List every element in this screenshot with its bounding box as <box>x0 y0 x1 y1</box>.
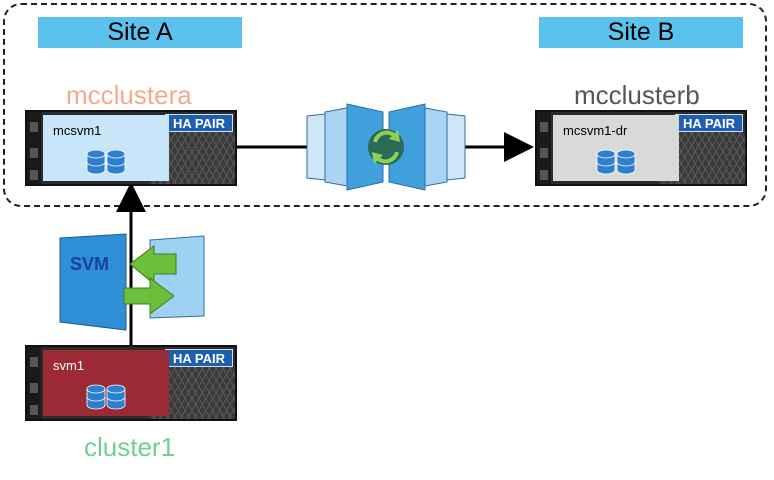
svm-name: mcsvm1-dr <box>563 123 628 138</box>
ha-pair-badge: HA PAIR <box>165 349 233 367</box>
svm1-panel: svm1 <box>43 350 169 416</box>
svm-name: mcsvm1 <box>53 123 102 138</box>
database-icon <box>596 149 636 175</box>
site-b-label: Site B <box>539 17 743 48</box>
mcclustera-chassis: HA PAIR mcsvm1 <box>25 110 237 186</box>
mcclusterb-chassis: HA PAIR mcsvm1-dr <box>535 110 747 186</box>
metrocluster-boundary <box>3 3 767 207</box>
cluster1-name: cluster1 <box>84 432 176 462</box>
svm-migrate-icon: SVM <box>58 232 208 332</box>
mcsvm1-panel: mcsvm1 <box>43 115 169 181</box>
mcclusterb-name: mcclusterb <box>574 80 700 110</box>
svm-migrate-graphic <box>59 233 205 331</box>
ha-pair-badge: HA PAIR <box>165 114 233 132</box>
ha-pair-badge: HA PAIR <box>675 114 743 132</box>
database-icon <box>86 149 126 175</box>
sync-icon <box>368 129 404 165</box>
svm-label: SVM <box>70 254 110 274</box>
replication-icon <box>306 103 466 191</box>
mcsvm1-dr-panel: mcsvm1-dr <box>553 115 679 181</box>
site-a-label: Site A <box>38 17 242 48</box>
mcclustera-name: mcclustera <box>66 80 192 110</box>
svm-name: svm1 <box>53 358 85 373</box>
database-icon <box>86 384 126 410</box>
cluster1-chassis: HA PAIR svm1 <box>25 345 237 421</box>
